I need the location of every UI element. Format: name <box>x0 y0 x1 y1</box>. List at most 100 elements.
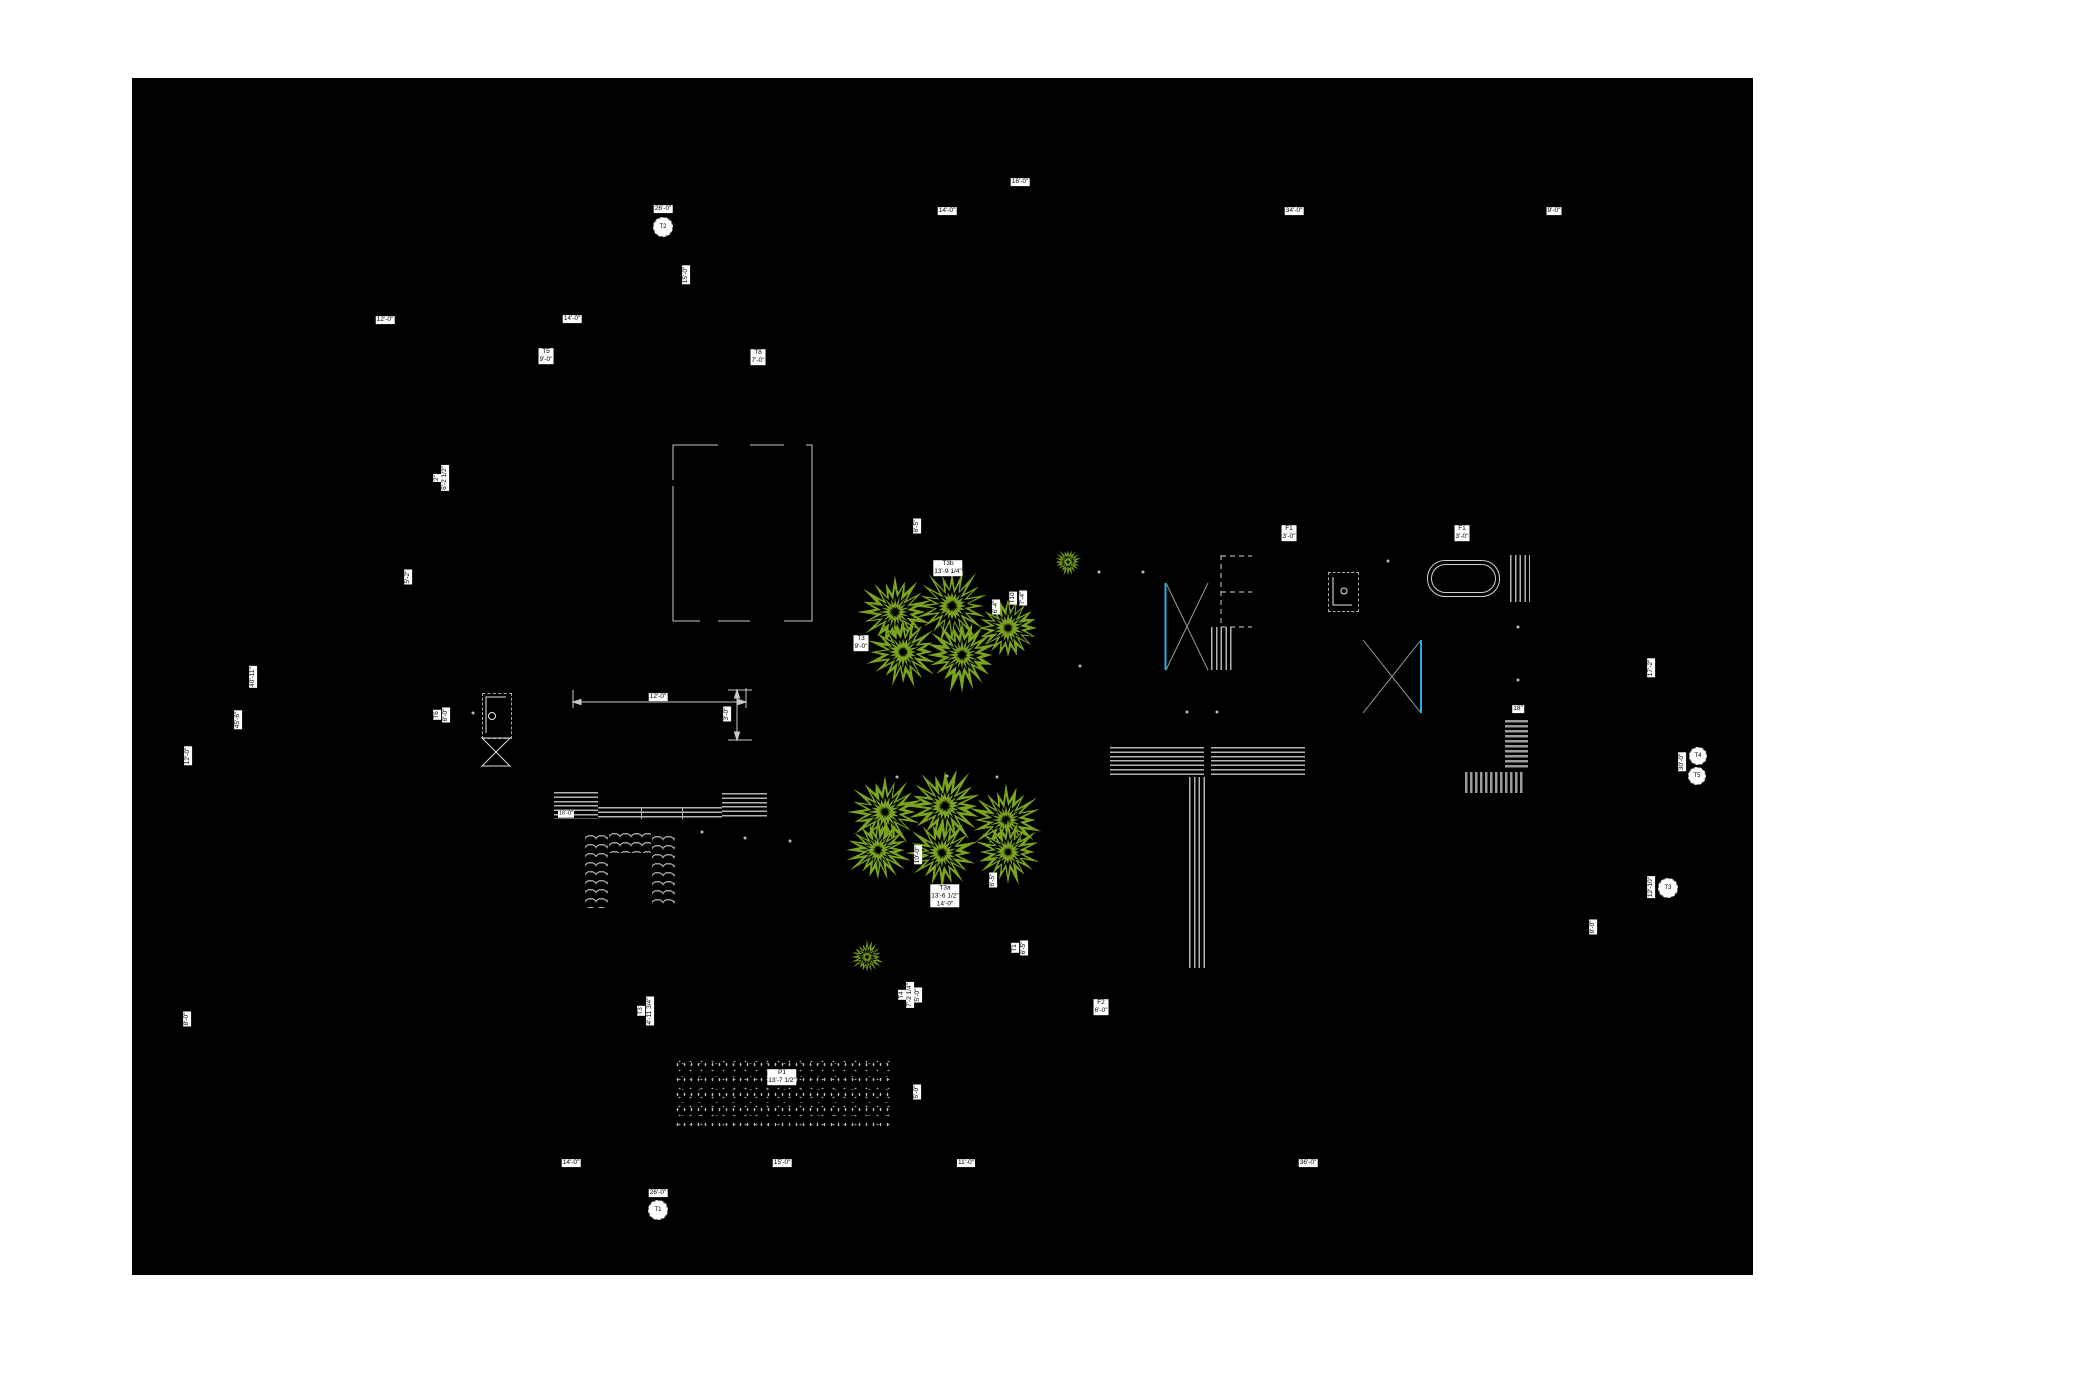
dim-label: F1 3'-0" <box>1281 525 1297 541</box>
dim-label: 16'-0" <box>557 810 575 818</box>
dim-label: 34'-0" <box>1284 207 1304 215</box>
dim-label: T8 7'-0" <box>750 349 766 365</box>
tree-plan-symbol <box>866 615 936 688</box>
survey-mark <box>1097 570 1101 574</box>
dim-label: 12'-0" <box>648 693 668 701</box>
bench-rail-divider <box>682 807 683 819</box>
tree-plan-symbol <box>975 818 1040 885</box>
survey-mark <box>788 839 792 843</box>
dim-label: F1 3'-0" <box>1454 525 1470 541</box>
survey-mark <box>1185 710 1189 714</box>
dim-label-vertical: 6'-2 1/2" <box>441 465 449 491</box>
survey-mark <box>1215 710 1219 714</box>
planter-u-right-column <box>652 833 675 908</box>
survey-mark <box>700 830 704 834</box>
tree-plan-symbol <box>903 769 980 844</box>
dashed-fixture-e <box>1220 555 1252 628</box>
gravel-bed <box>674 1057 890 1128</box>
tree-plan-symbol <box>910 569 987 644</box>
dim-label-vertical: T10 <box>1009 591 1017 605</box>
building-outline <box>672 444 813 622</box>
survey-mark <box>1141 570 1145 574</box>
hatch-pad-right <box>1510 555 1530 602</box>
dim-label-vertical: 6'-5" <box>989 872 997 888</box>
shrub-plan-symbol <box>1055 550 1082 576</box>
dim-label-vertical: 4'-11 3/4" <box>646 996 654 1026</box>
tree-tag-T1: T1 <box>648 1200 668 1220</box>
dim-label: P1 13'-7 1/2" <box>767 1069 797 1085</box>
dim-label-vertical: 5'-0" <box>913 1084 921 1100</box>
planter-u-top-bridge <box>609 830 651 853</box>
tree-tag-T4: T4 <box>1689 747 1707 765</box>
dim-label-vertical: T6 <box>433 710 441 720</box>
dim-label-vertical: 6'-5" <box>1020 940 1028 956</box>
survey-mark <box>471 711 475 715</box>
survey-mark <box>895 775 899 779</box>
dim-label: 18" <box>1512 705 1524 713</box>
dim-label: 14'-0" <box>937 207 957 215</box>
gate-x-left <box>1165 582 1209 671</box>
dim-label: 9'-0" <box>1546 207 1562 215</box>
grill-fixture-box <box>1328 572 1359 612</box>
dim-label: 15'-0" <box>772 1159 792 1167</box>
dim-label-vertical: 15'-0" <box>682 265 690 285</box>
spa-oval <box>1427 560 1500 597</box>
bench-rail <box>598 807 722 819</box>
tree-plan-symbol <box>857 575 933 652</box>
t-walk-stem <box>1189 777 1205 968</box>
dim-label-vertical: 5'-0" <box>914 987 922 1003</box>
survey-mark <box>743 836 747 840</box>
dim-label: 11'-0" <box>956 1159 976 1167</box>
dim-label-vertical: T3 <box>637 1006 645 1016</box>
dim-label: T3a 13'-6 1/2" 14'-0" <box>930 884 960 908</box>
dim-label-vertical: 8'-0" <box>183 1011 191 1027</box>
tree-plan-symbol <box>905 818 978 891</box>
tree-tag-T3: T3 <box>1658 878 1678 898</box>
dim-label-vertical: T1 <box>1011 943 1019 953</box>
planter-u-left-column <box>585 832 608 908</box>
dim-label: T3 9'-0" <box>853 635 869 651</box>
dim-label: 12'-0" <box>375 316 395 324</box>
survey-mark <box>995 775 999 779</box>
dim-label: T5 9'-0" <box>538 348 554 364</box>
l-wall-vertical-leg <box>1505 720 1528 768</box>
tree-tag-T2: T2 <box>653 217 673 237</box>
tree-plan-symbol <box>846 815 911 880</box>
shrub-plan-symbol <box>851 939 884 972</box>
dim-label-vertical: 9'-0" <box>1589 919 1597 935</box>
dim-label: 14'-0" <box>562 315 582 323</box>
dim-label: 36'-0" <box>1298 1159 1318 1167</box>
dim-label-vertical: T4 <box>898 990 906 1000</box>
t-walk-left-bar <box>1110 747 1204 777</box>
bench-right-block <box>722 793 767 819</box>
dim-label: 16'-0" <box>1010 178 1030 186</box>
model-space-canvas[interactable] <box>132 78 1753 1275</box>
spa-oval-inner-ring <box>1431 564 1496 593</box>
dim-label: T3b 13'-9 1/4" <box>933 560 963 576</box>
survey-mark <box>1516 678 1520 682</box>
dim-label: 26'-0" <box>648 1189 668 1197</box>
t-walk-right-bar <box>1211 747 1305 777</box>
dim-label-vertical: 6'-0" <box>442 707 450 723</box>
survey-mark <box>945 774 949 778</box>
dim-label-vertical: 45'-6" <box>234 710 242 730</box>
dim-label: 26'-0" <box>653 205 673 213</box>
gate-x-right <box>1362 639 1422 714</box>
dim-label-vertical: 7'-2 1/4" <box>906 982 914 1008</box>
l-wall-horizontal-leg <box>1465 772 1525 793</box>
dim-label-vertical: 5'-2" <box>404 569 412 585</box>
survey-mark <box>1386 559 1390 563</box>
dim-label: 14'-0" <box>561 1159 581 1167</box>
dim-label-vertical: 10'-0" <box>914 845 922 865</box>
dim-label-vertical: 7'-4" <box>1019 590 1027 606</box>
dim-label-vertical: 12'-0" <box>184 746 192 766</box>
dim-label-vertical: 12'-10" <box>1647 875 1655 899</box>
survey-mark <box>1516 625 1520 629</box>
dim-label-vertical: 3'-0" <box>723 706 731 722</box>
bench-rail-divider <box>641 807 642 819</box>
dim-label-vertical: 6'-5" <box>913 518 921 534</box>
dim-label: F2 6'-0" <box>1093 999 1109 1015</box>
dim-label-vertical: 6'-4" <box>992 599 1000 615</box>
tree-plan-symbol <box>979 599 1037 657</box>
